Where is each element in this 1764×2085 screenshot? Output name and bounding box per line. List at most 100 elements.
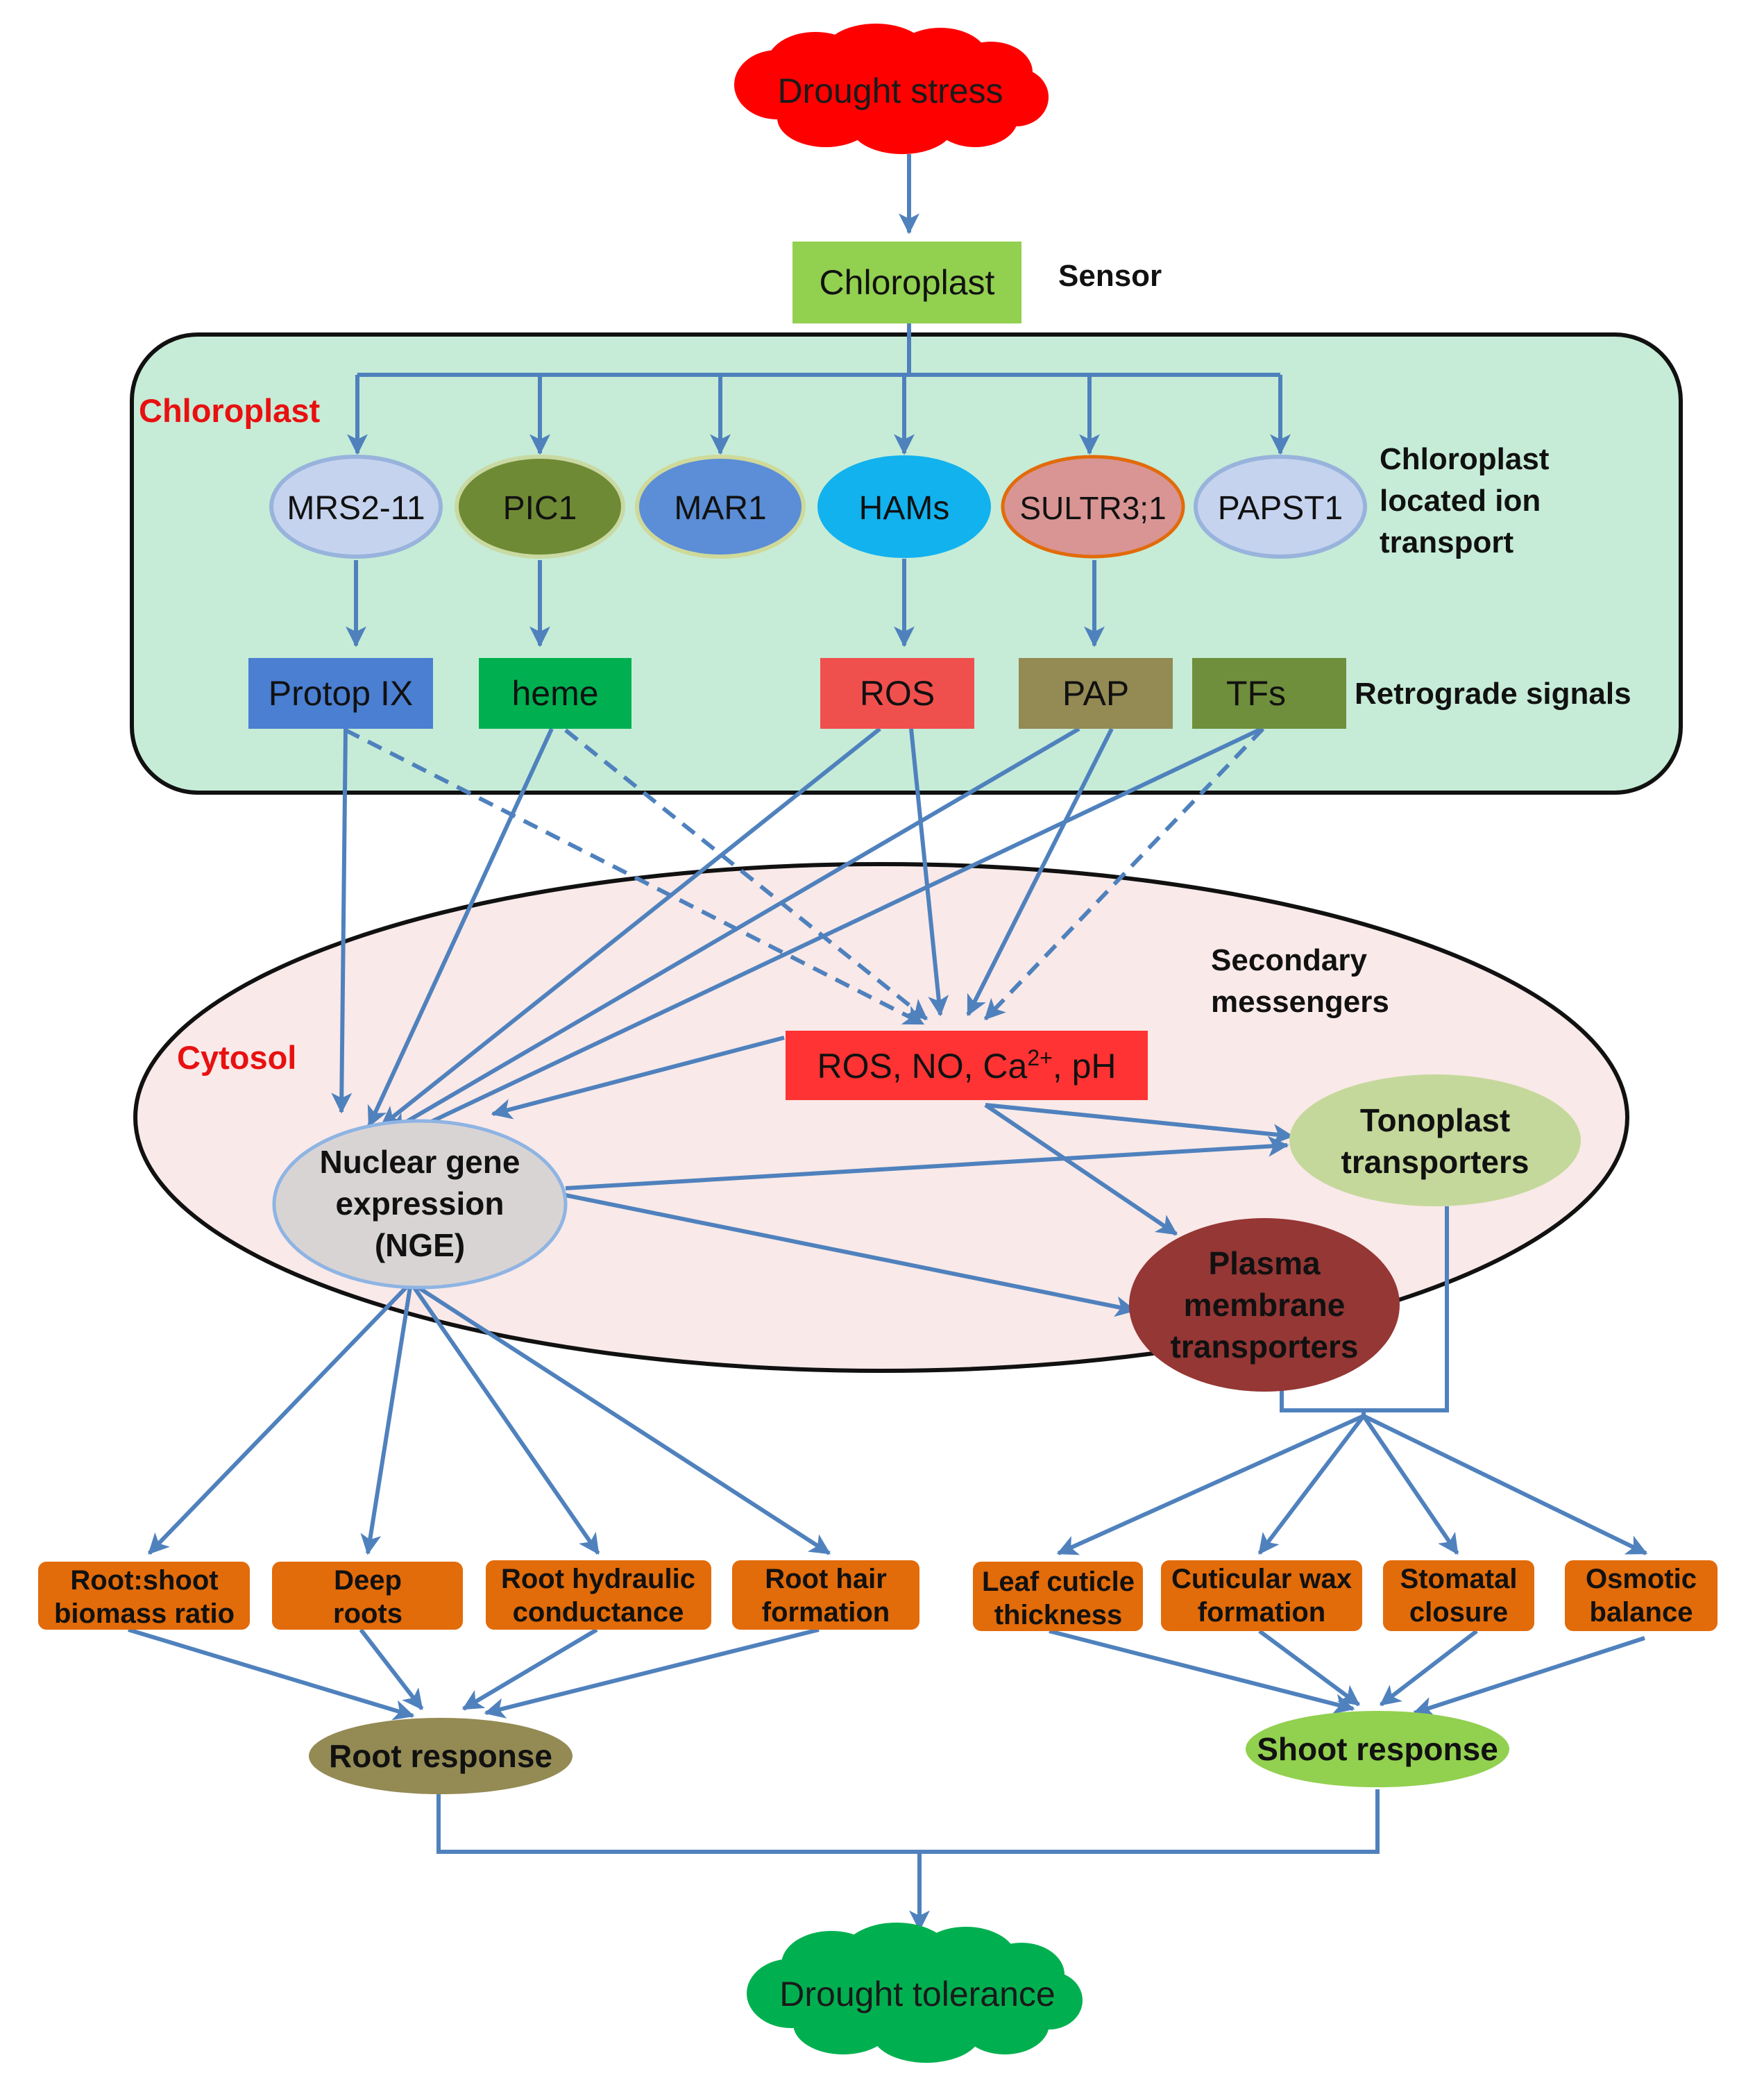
drought-tolerance-label: Drought tolerance xyxy=(779,1975,1055,2014)
trait-deep-roots-line1: Deep xyxy=(334,1565,402,1596)
drought-stress-label: Drought stress xyxy=(777,71,1003,110)
tonoplast-label-line1: Tonoplast xyxy=(1360,1102,1510,1138)
arrow-protopix-to-messengers xyxy=(344,728,925,1026)
signal-pap-label: PAP xyxy=(1062,674,1129,713)
tonoplast-node xyxy=(1289,1074,1581,1206)
signal-ros xyxy=(820,658,974,729)
messengers-box xyxy=(786,1031,1148,1100)
messengers-label-line1: Secondary xyxy=(1211,943,1368,977)
trait-cuticular-wax-line2: formation xyxy=(1198,1597,1325,1628)
trait-root-hair-line2: formation xyxy=(762,1597,890,1628)
trait-cuticular-wax-line1: Cuticular wax xyxy=(1171,1564,1352,1594)
arrow-nge-to-hydraulic xyxy=(409,1281,600,1555)
trait-osmotic-balance xyxy=(1565,1560,1718,1631)
root-traits: Root:shoot biomass ratio Deep roots Root… xyxy=(38,1560,919,1630)
arrow-ros-to-messengers xyxy=(909,728,949,1017)
arrow-leaf-cuticle-to-response xyxy=(1049,1629,1355,1714)
shoot-traits: Leaf cuticle thickness Cuticular wax for… xyxy=(973,1560,1718,1631)
trait-root-hair-line1: Root hair xyxy=(765,1564,887,1594)
arrow-messengers-to-tonoplast xyxy=(985,1103,1294,1145)
trait-stomatal-closure-line2: closure xyxy=(1409,1597,1508,1628)
shoot-response-node xyxy=(1246,1711,1509,1787)
sensor-chloroplast-box xyxy=(792,242,1021,323)
root-response-label: Root response xyxy=(329,1738,552,1774)
transporter-papst1-label: PAPST1 xyxy=(1218,490,1343,527)
arrow-osmotic-to-response xyxy=(1412,1636,1645,1717)
transporter-hams xyxy=(817,455,991,558)
signal-tfs-label: TFs xyxy=(1226,674,1286,713)
arrow-tfs-to-messengers xyxy=(983,727,1265,1021)
trait-leaf-cuticle-line2: thickness xyxy=(994,1600,1123,1630)
signal-protop-ix xyxy=(248,658,433,729)
trait-stomatal-closure-line1: Stomatal xyxy=(1400,1564,1518,1594)
arrow-heme-to-nge xyxy=(367,727,554,1128)
trait-root-shoot-ratio xyxy=(38,1562,250,1630)
plasma-label-line2: membrane xyxy=(1184,1287,1346,1323)
chloroplast-region-label: Chloroplast xyxy=(139,392,320,429)
arrow-nge-to-tonoplast xyxy=(565,1136,1289,1190)
shoot-response-label: Shoot response xyxy=(1257,1731,1498,1767)
plasma-label-line1: Plasma xyxy=(1208,1245,1321,1281)
trait-root-hydraulic xyxy=(486,1560,711,1630)
trait-cuticular-wax xyxy=(1161,1560,1362,1631)
tonoplast-label-line2: transporters xyxy=(1341,1144,1529,1180)
transport-category-label-line2: located ion xyxy=(1380,484,1541,518)
arrow-tfs-to-nge xyxy=(397,727,1263,1139)
trait-root-shoot-ratio-line2: biomass ratio xyxy=(54,1598,235,1629)
transporter-sultr31 xyxy=(1001,455,1185,559)
root-response-node xyxy=(309,1718,573,1794)
arrow-root-shoot-to-response xyxy=(128,1628,415,1721)
trait-root-hair xyxy=(732,1560,919,1630)
transporter-pic1-label: PIC1 xyxy=(503,490,577,527)
arrow-nge-to-root-hair xyxy=(409,1281,831,1555)
signal-ros-label: ROS xyxy=(860,674,935,713)
arrow-junction-to-osmotic xyxy=(1362,1414,1648,1555)
arrow-heme-to-messengers xyxy=(564,728,928,1021)
arrow-protopix-to-nge xyxy=(331,728,353,1114)
trait-deep-roots-line2: roots xyxy=(333,1598,402,1629)
signal-pap xyxy=(1019,658,1173,729)
arrow-junction-to-leaf-cuticle xyxy=(1056,1414,1365,1555)
transporter-hams-label: HAMs xyxy=(859,490,950,527)
connectors xyxy=(128,154,1648,1932)
signal-protop-ix-label: Protop IX xyxy=(269,674,413,713)
nge-label-line1: Nuclear gene xyxy=(320,1144,520,1180)
messengers-label-line2: messengers xyxy=(1211,985,1389,1019)
trait-root-hydraulic-line2: conductance xyxy=(513,1597,684,1628)
sensor-chloroplast-text: Chloroplast xyxy=(820,263,995,302)
nge-label-line2: expression xyxy=(336,1185,504,1222)
transport-category-label-line3: transport xyxy=(1380,525,1513,559)
trait-root-shoot-ratio-line1: Root:shoot xyxy=(70,1565,218,1596)
arrow-deep-roots-to-response xyxy=(359,1628,424,1710)
arrow-junction-to-wax xyxy=(1257,1415,1366,1555)
nge-label-line3: (NGE) xyxy=(375,1227,465,1263)
drought-stress-cloud xyxy=(734,24,1049,154)
cytosol-region-label: Cytosol xyxy=(177,1039,296,1076)
trait-osmotic-balance-line2: balance xyxy=(1590,1597,1693,1628)
messengers-box-main: ROS, NO, Ca xyxy=(817,1047,1027,1086)
transporter-sultr31-label: SULTR3;1 xyxy=(1019,490,1166,526)
messengers-box-end: , pH xyxy=(1053,1047,1117,1086)
trait-osmotic-balance-line1: Osmotic xyxy=(1586,1564,1697,1594)
arrow-messengers-to-plasma xyxy=(984,1103,1178,1236)
arrow-nge-to-deep-roots xyxy=(360,1282,413,1555)
arrow-root-hair-to-response xyxy=(484,1628,820,1719)
retrograde-category-label: Retrograde signals xyxy=(1355,677,1631,711)
transporter-pic1 xyxy=(455,455,625,559)
plasma-label-line3: transporters xyxy=(1171,1328,1359,1365)
transporter-mar1-label: MAR1 xyxy=(674,490,766,527)
arrow-messengers-to-nge xyxy=(491,1036,785,1120)
arrow-nge-to-plasma xyxy=(565,1193,1137,1317)
sensor-label: Sensor xyxy=(1058,259,1162,293)
transporter-papst1 xyxy=(1194,455,1367,559)
transporter-mrs2-11-label: MRS2-11 xyxy=(287,490,425,527)
signal-tfs xyxy=(1192,658,1346,729)
arrow-stomatal-to-response xyxy=(1380,1629,1478,1707)
trait-leaf-cuticle-line1: Leaf cuticle xyxy=(982,1567,1135,1597)
plasma-membrane-node xyxy=(1129,1218,1400,1392)
arrow-hydraulic-to-response xyxy=(461,1628,598,1711)
arrow-ros-to-nge xyxy=(380,727,881,1128)
messengers-box-superscript: 2+ xyxy=(1027,1045,1052,1070)
transport-category-label-line1: Chloroplast xyxy=(1380,442,1550,476)
trait-root-hydraulic-line1: Root hydraulic xyxy=(501,1564,695,1594)
